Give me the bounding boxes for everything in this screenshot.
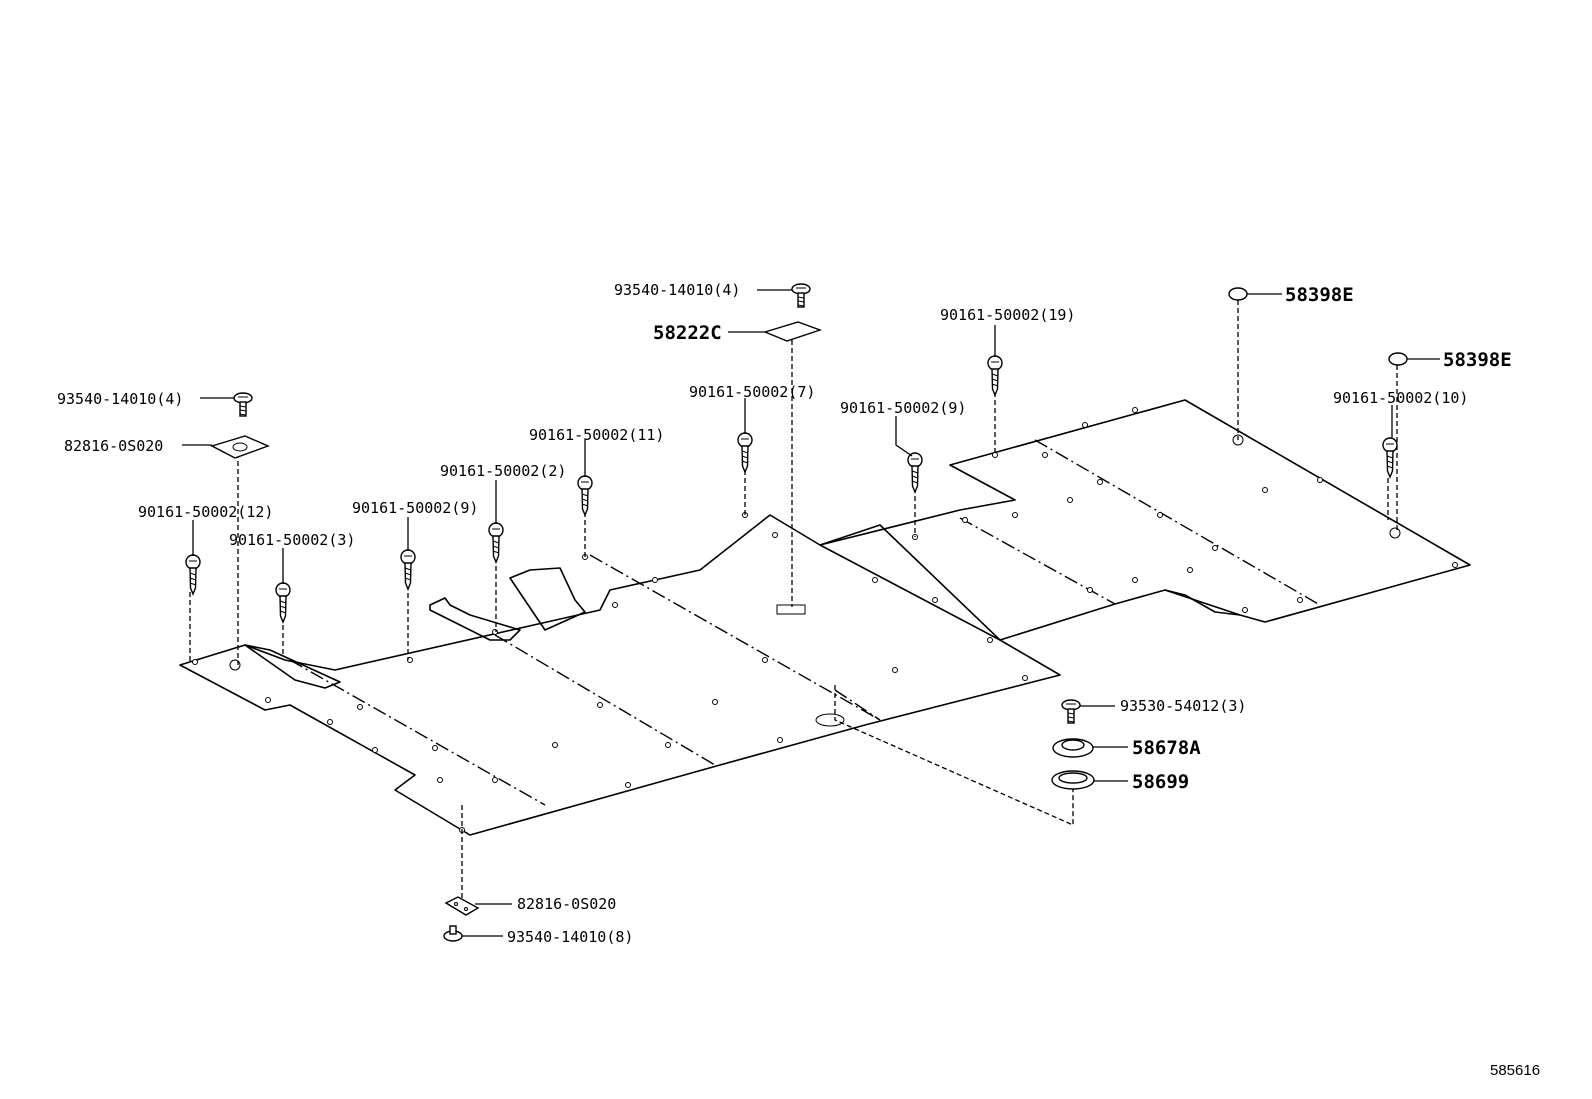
leader-lines [182, 289, 1440, 937]
screw-icon-10 [1382, 437, 1398, 478]
grommet-icon-58699 [1051, 770, 1095, 790]
cover-plate-58222c [762, 321, 823, 342]
screw-icon-2 [488, 522, 504, 563]
floor-panel-front [179, 514, 1061, 836]
label-cover-58222c[interactable]: 58222C [653, 322, 722, 344]
label-screw-7[interactable]: 90161-50002(7) [689, 383, 815, 401]
label-screw-9-mid[interactable]: 90161-50002(9) [840, 399, 966, 417]
label-bolt-93530[interactable]: 93530-54012(3) [1120, 697, 1246, 715]
part-labels: 93540-14010(4) 58222C 90161-50002(7) 901… [57, 281, 1540, 1079]
label-top-bolt-left[interactable]: 93540-14010(4) [57, 390, 183, 408]
bracket-icon-bottom [444, 896, 480, 916]
bracket-icon-left [210, 435, 270, 459]
label-bottom-bolt[interactable]: 93540-14010(8) [507, 928, 633, 946]
label-top-bolt-center[interactable]: 93540-14010(4) [614, 281, 740, 299]
screw-icon-7 [737, 432, 753, 473]
screw-icon-3 [275, 582, 291, 623]
grommet-icon-58678a [1052, 738, 1094, 758]
label-screw-12[interactable]: 90161-50002(12) [138, 503, 273, 521]
label-plug-58398e-a[interactable]: 58398E [1285, 284, 1354, 306]
panel-holes [192, 407, 1458, 833]
bolt-icon-bottom [443, 925, 463, 942]
bolt-icon-top-center [791, 283, 811, 308]
label-screw-2[interactable]: 90161-50002(2) [440, 462, 566, 480]
label-plug-58398e-b[interactable]: 58398E [1443, 349, 1512, 371]
screw-icon-12 [185, 554, 201, 595]
label-bracket-bottom[interactable]: 82816-0S020 [517, 895, 616, 913]
screw-icon-19 [987, 355, 1003, 396]
floor-panel-rear [819, 399, 1471, 641]
screw-icon-11 [577, 475, 593, 516]
label-screw-11[interactable]: 90161-50002(11) [529, 426, 664, 444]
label-screw-3[interactable]: 90161-50002(3) [229, 531, 355, 549]
bolt-icon-93530 [1061, 699, 1081, 724]
label-grommet-58699[interactable]: 58699 [1132, 771, 1189, 793]
fastener-parts [185, 283, 1408, 942]
diagram-reference-number: 585616 [1490, 1062, 1540, 1079]
label-bracket-left[interactable]: 82816-0S020 [64, 437, 163, 455]
bolt-icon-top-left [233, 392, 253, 417]
label-screw-19[interactable]: 90161-50002(19) [940, 306, 1075, 324]
label-screw-9-left[interactable]: 90161-50002(9) [352, 499, 478, 517]
plug-icon-b [1388, 352, 1408, 366]
alignment-lines [189, 300, 1398, 898]
screw-icon-9-mid [907, 452, 923, 493]
screw-icon-9-left [400, 549, 416, 590]
label-screw-10[interactable]: 90161-50002(10) [1333, 389, 1468, 407]
label-grommet-58678a[interactable]: 58678A [1132, 737, 1201, 759]
plug-icon-a [1228, 287, 1248, 301]
